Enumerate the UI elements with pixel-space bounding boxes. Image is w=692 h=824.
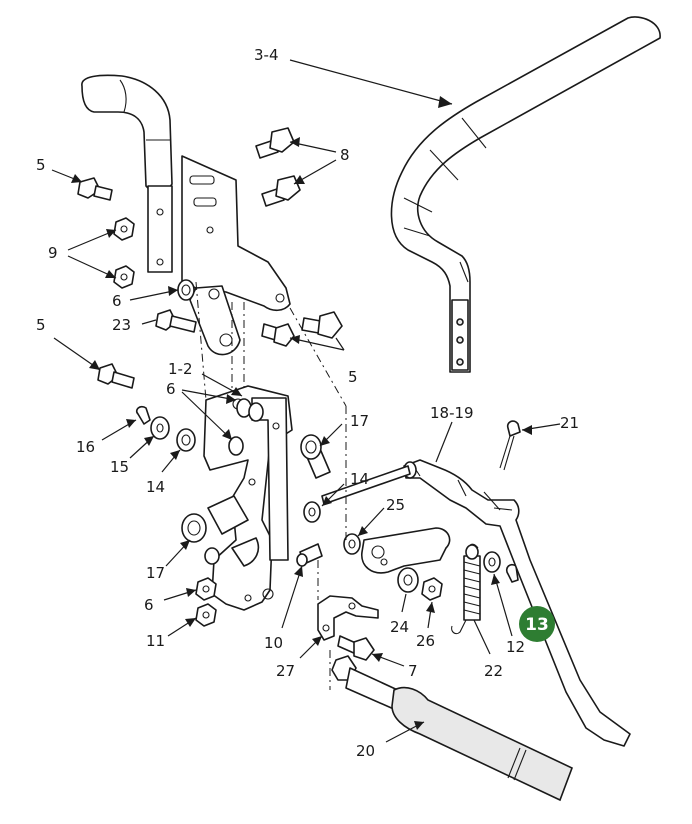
part-upper-lever	[81, 74, 173, 273]
part-spacer-lower	[204, 547, 220, 565]
callout-8: 8	[340, 146, 350, 164]
callout-23: 23	[112, 316, 131, 334]
part-bolt-5-left	[97, 363, 135, 389]
callout-25: 25	[386, 496, 405, 514]
callout-5-left: 5	[36, 316, 46, 334]
part-rod-18-19	[321, 459, 631, 747]
callout-10: 10	[264, 634, 283, 652]
part-pin-21	[499, 420, 521, 471]
callout-3-4: 3-4	[254, 46, 279, 64]
part-bolt-5-top	[77, 177, 113, 201]
callout-1-2: 1-2	[168, 360, 193, 378]
part-washer-small	[465, 544, 479, 560]
callout-16: 16	[76, 438, 95, 456]
callout-17-right: 17	[350, 412, 369, 430]
part-bolt-8-lower	[261, 175, 301, 207]
callout-22: 22	[484, 662, 503, 680]
part-bushing-6-middle	[228, 398, 264, 456]
callout-5-top: 5	[36, 156, 46, 174]
callout-12: 12	[506, 638, 525, 656]
part-stud-10	[296, 543, 323, 567]
highlight-badge-13[interactable]: 13	[519, 606, 555, 642]
part-bolt-7	[337, 635, 375, 661]
part-washer-15	[150, 416, 170, 440]
callout-6-middle: 6	[166, 380, 176, 398]
callout-14-left: 14	[146, 478, 165, 496]
part-bushing-17-right	[300, 434, 331, 479]
part-control-handle-3-4	[390, 16, 661, 373]
part-lower-handle-20	[331, 655, 574, 802]
assembly-centerlines	[195, 281, 347, 690]
callout-6-upper: 6	[112, 292, 122, 310]
callout-24: 24	[390, 618, 409, 636]
part-clip-16	[135, 405, 151, 425]
part-washer-14-right	[303, 501, 321, 523]
part-clip-13	[505, 563, 519, 583]
part-bolt-8-upper	[255, 127, 295, 159]
part-bushing-25	[343, 533, 361, 555]
part-bolt-5-right	[301, 311, 343, 339]
part-nut-9-upper	[113, 217, 135, 241]
callout-21: 21	[560, 414, 579, 432]
part-bolt-23	[155, 309, 197, 333]
part-bushing-17-left	[181, 495, 260, 567]
part-lower-frame	[203, 385, 293, 611]
callout-14-right: 14	[350, 470, 369, 488]
callout-15: 15	[110, 458, 129, 476]
part-bushing-6-upper	[177, 279, 195, 301]
part-washer-12	[483, 551, 501, 573]
badge-circle	[519, 606, 555, 642]
part-nut-26	[421, 577, 443, 601]
callout-9: 9	[48, 244, 58, 262]
leader-lines	[51, 59, 561, 743]
part-bolt-5-middle	[261, 323, 295, 347]
callout-18-19: 18-19	[430, 404, 474, 422]
callout-labels: 3-4 8 5 9 6 23 5 5 1-2 6 16 15 14 17 14 …	[36, 46, 579, 760]
part-bushing-14-left	[176, 428, 196, 452]
part-nut-11	[195, 603, 217, 627]
part-nut-9-lower	[113, 265, 135, 289]
callout-26: 26	[416, 632, 435, 650]
part-bracket-27	[317, 595, 379, 641]
callout-17-left: 17	[146, 564, 165, 582]
callout-6-lower: 6	[144, 596, 154, 614]
callout-20: 20	[356, 742, 375, 760]
part-nut-6-lower	[195, 577, 217, 601]
part-upper-bracket	[181, 155, 291, 356]
part-linkage-arm-24	[361, 527, 451, 593]
callout-5-right: 5	[348, 368, 358, 386]
callout-7: 7	[408, 662, 418, 680]
callout-11: 11	[146, 632, 165, 650]
callout-27: 27	[276, 662, 295, 680]
badge-label: 13	[525, 615, 549, 635]
